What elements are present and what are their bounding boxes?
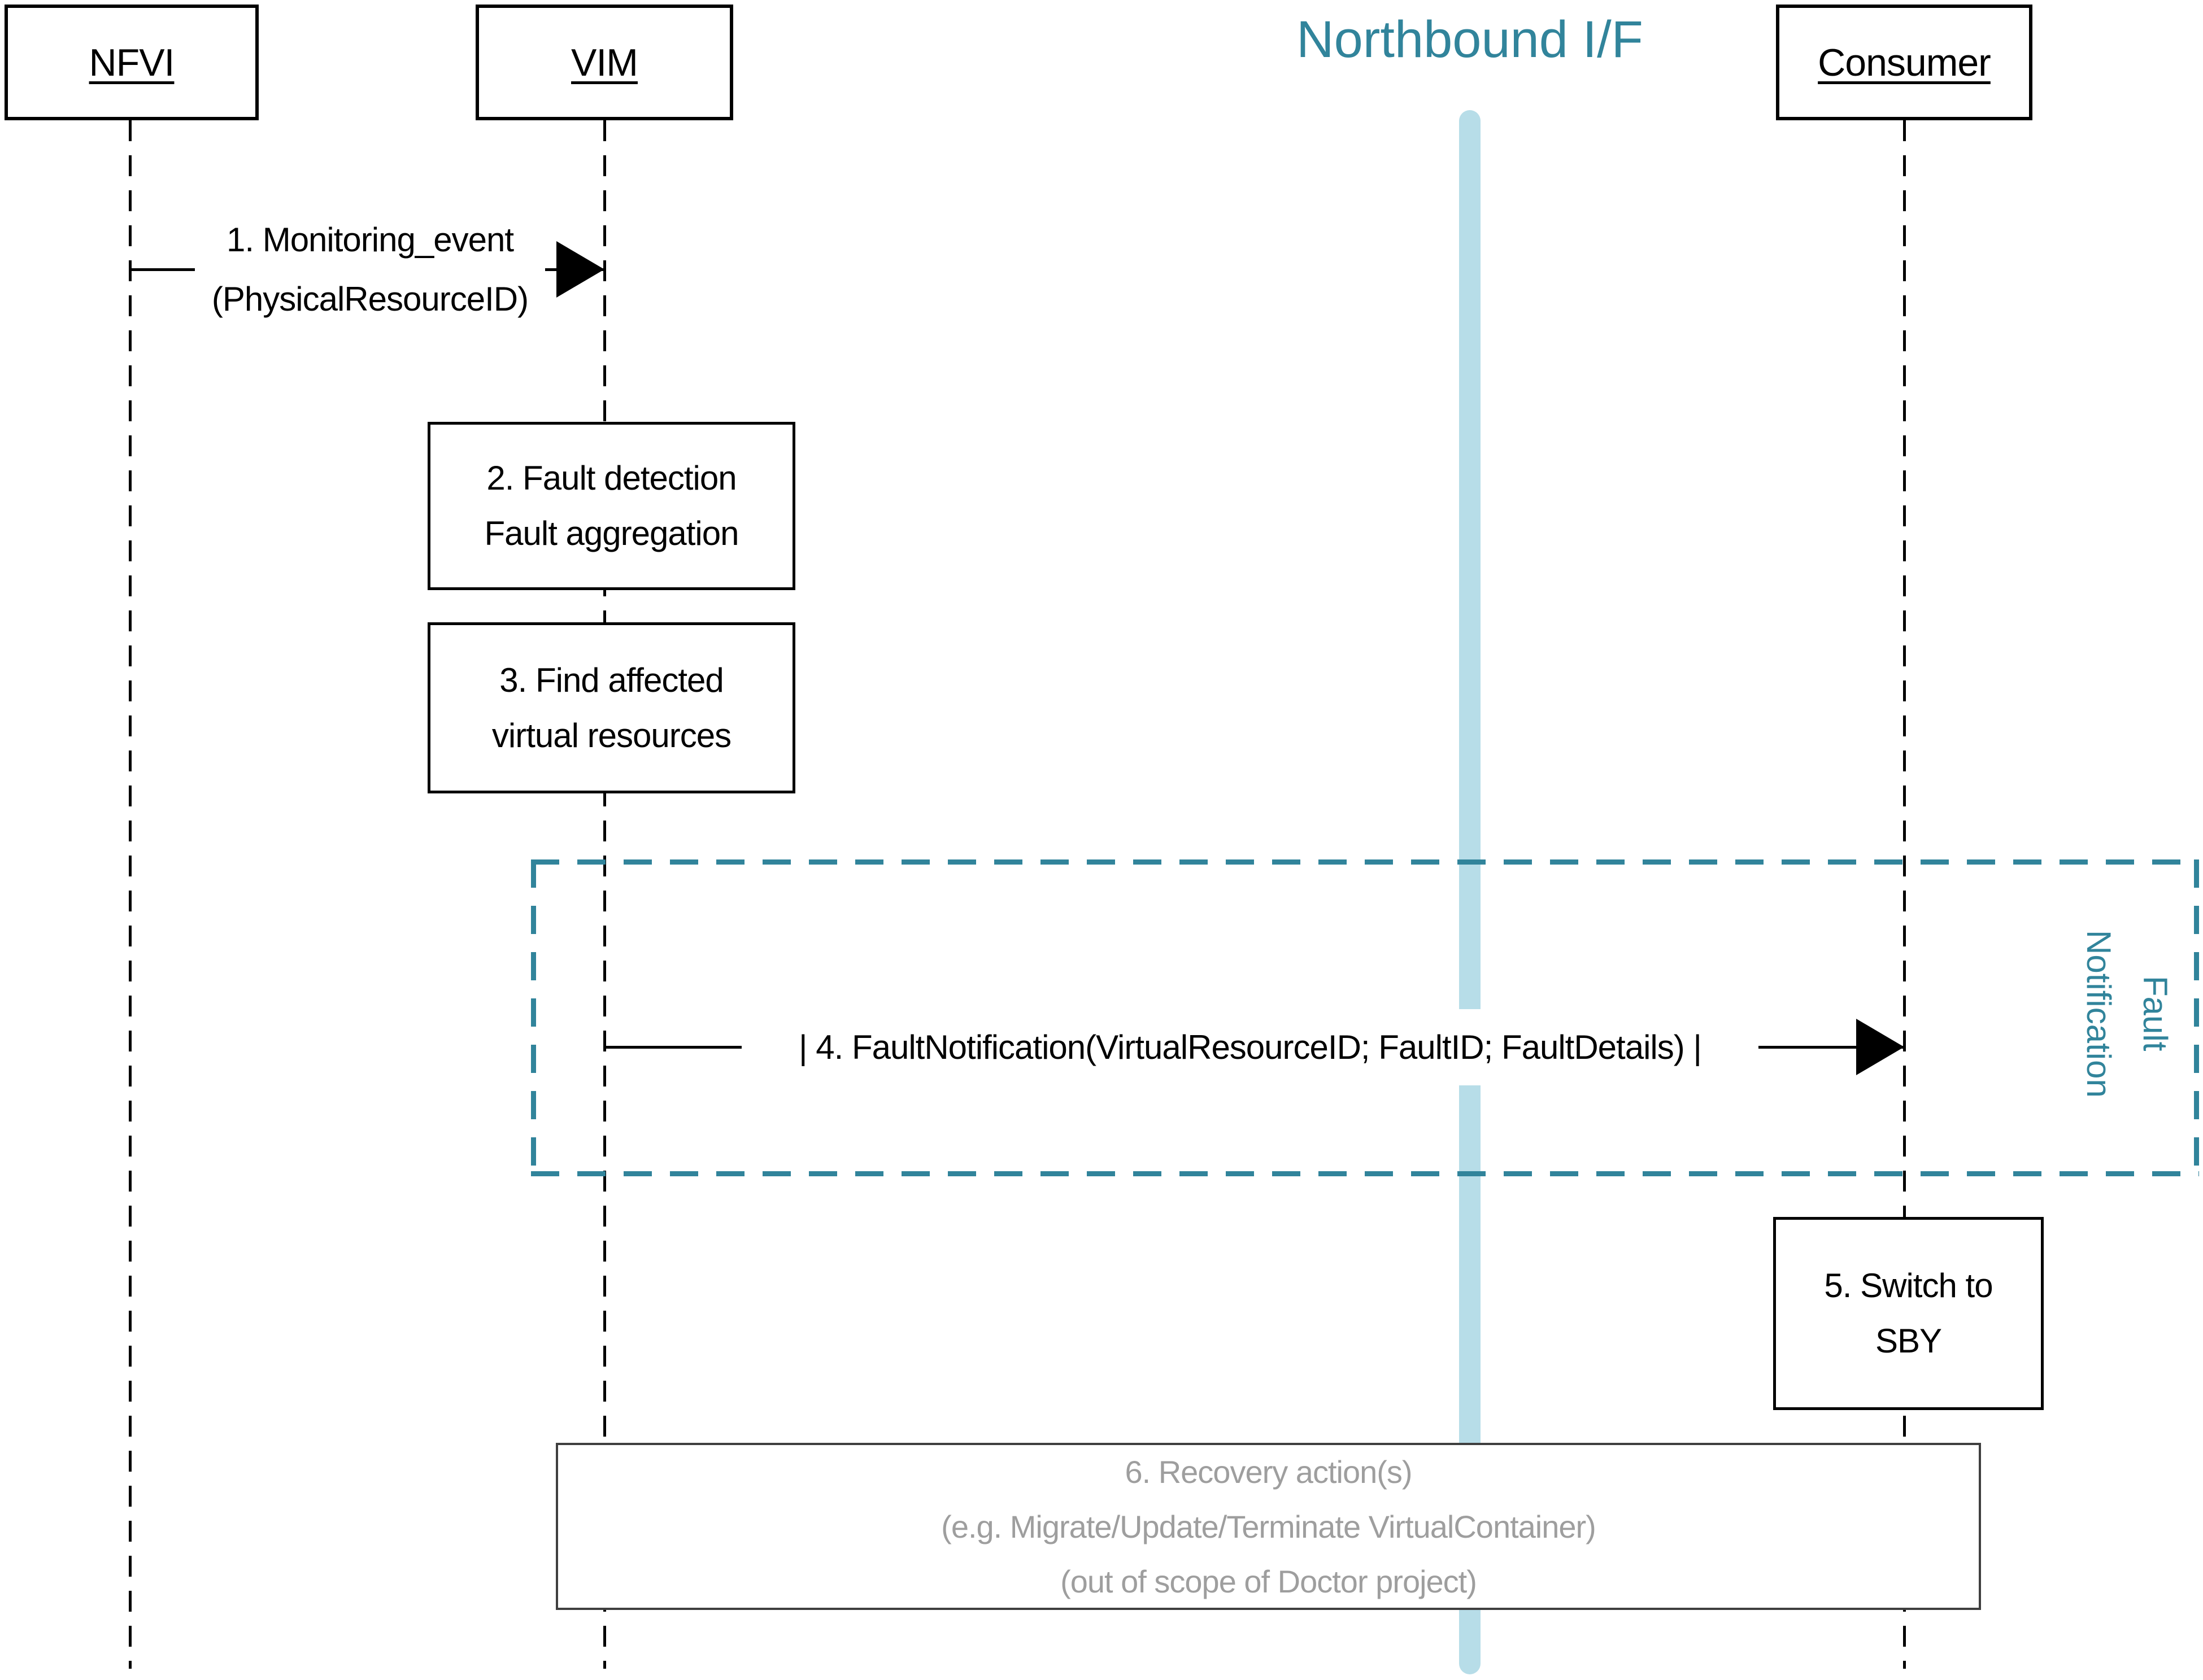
nfvi-lifeline [129, 120, 132, 1669]
fault-notification-frame-label: Fault Notification [2059, 881, 2183, 1146]
message1-arrowhead-icon [556, 241, 604, 298]
vim-label: VIM [571, 41, 638, 84]
message4-label: | 4. FaultNotification(VirtualResourceID… [742, 1009, 1758, 1085]
message1-label: 1. Monitoring_event (PhysicalResourceID) [195, 199, 545, 340]
activity6-line1: 6. Recovery action(s) [1125, 1454, 1412, 1490]
message1-label-line1: 1. Monitoring_event [227, 221, 514, 259]
activity2-line1: 2. Fault detection [486, 459, 737, 497]
activity-box-switch-to-sby: 5. Switch to SBY [1773, 1217, 2044, 1410]
frame-label-line2: Notification [2080, 930, 2118, 1098]
activity-box-fault-detection: 2. Fault detection Fault aggregation [428, 422, 795, 590]
northbound-title: Northbound I/F [1296, 11, 1643, 68]
activity2-line2: Fault aggregation [484, 514, 739, 552]
frame-label-line1: Fault [2136, 976, 2174, 1051]
activity6-line3: (out of scope of Doctor project) [1060, 1563, 1477, 1599]
activity-box-find-affected: 3. Find affected virtual resources [428, 622, 795, 793]
activity-box-recovery-action: 6. Recovery action(s) (e.g. Migrate/Upda… [556, 1443, 1981, 1610]
activity3-line1: 3. Find affected [499, 661, 724, 699]
nfvi-label: NFVI [89, 41, 175, 84]
message4-arrowhead-icon [1856, 1019, 1904, 1075]
activity3-line2: virtual resources [491, 716, 732, 754]
activity6-line2: (e.g. Migrate/Update/Terminate VirtualCo… [941, 1508, 1596, 1544]
activity5-line1: 5. Switch to [1824, 1267, 1993, 1304]
consumer-label: Consumer [1818, 41, 1991, 84]
activity5-line2: SBY [1875, 1322, 1942, 1360]
lifeline-head-nfvi: NFVI [5, 5, 259, 120]
message1-label-line2: (PhysicalResourceID) [211, 280, 529, 318]
lifeline-head-consumer: Consumer [1776, 5, 2032, 120]
lifeline-head-vim: VIM [476, 5, 733, 120]
